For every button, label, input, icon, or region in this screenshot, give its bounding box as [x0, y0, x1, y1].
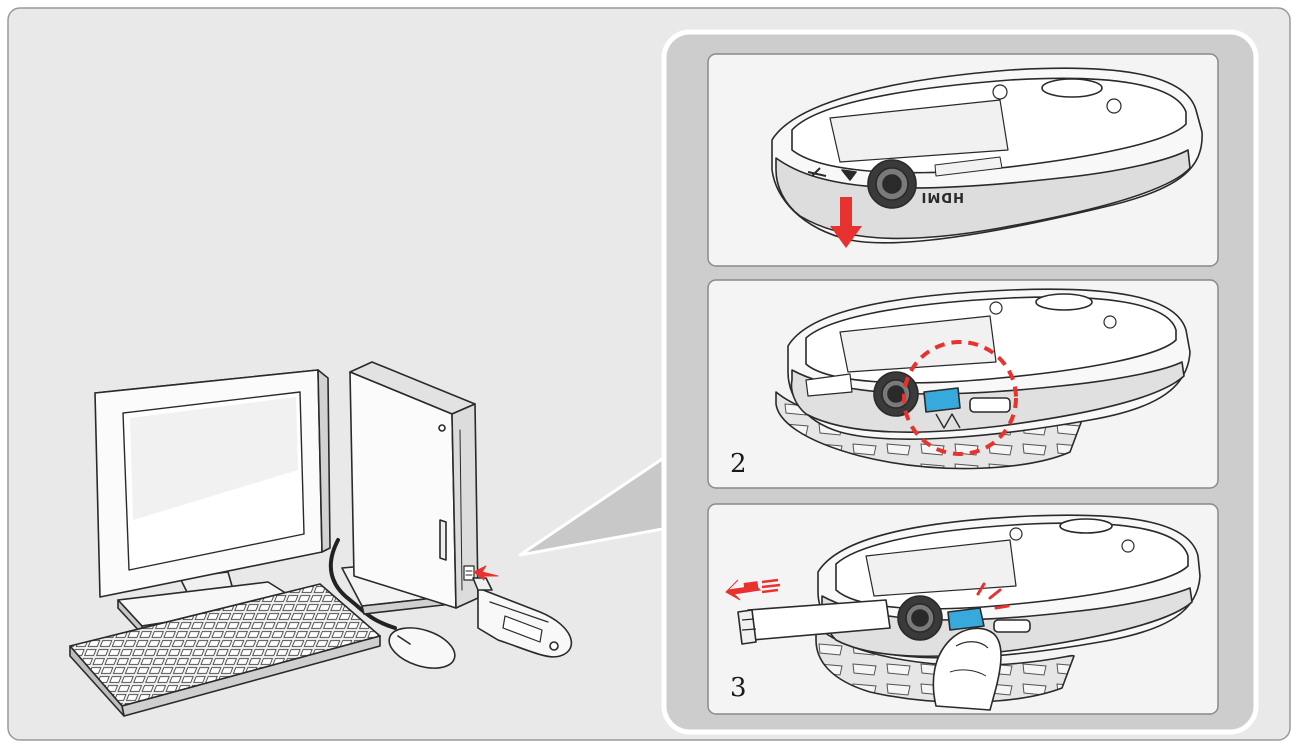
step-panel-3: 3	[708, 504, 1218, 714]
step-panel-1: HDMI	[708, 54, 1218, 266]
step-number-3: 3	[730, 673, 747, 703]
step-panel-2: 2	[708, 280, 1218, 488]
step-number-2: 2	[730, 449, 747, 479]
latch-blue	[924, 388, 960, 412]
port-label-hdmi: HDMI	[921, 189, 964, 204]
tower-pc	[350, 362, 478, 608]
latch-blue-pressed	[948, 608, 984, 630]
